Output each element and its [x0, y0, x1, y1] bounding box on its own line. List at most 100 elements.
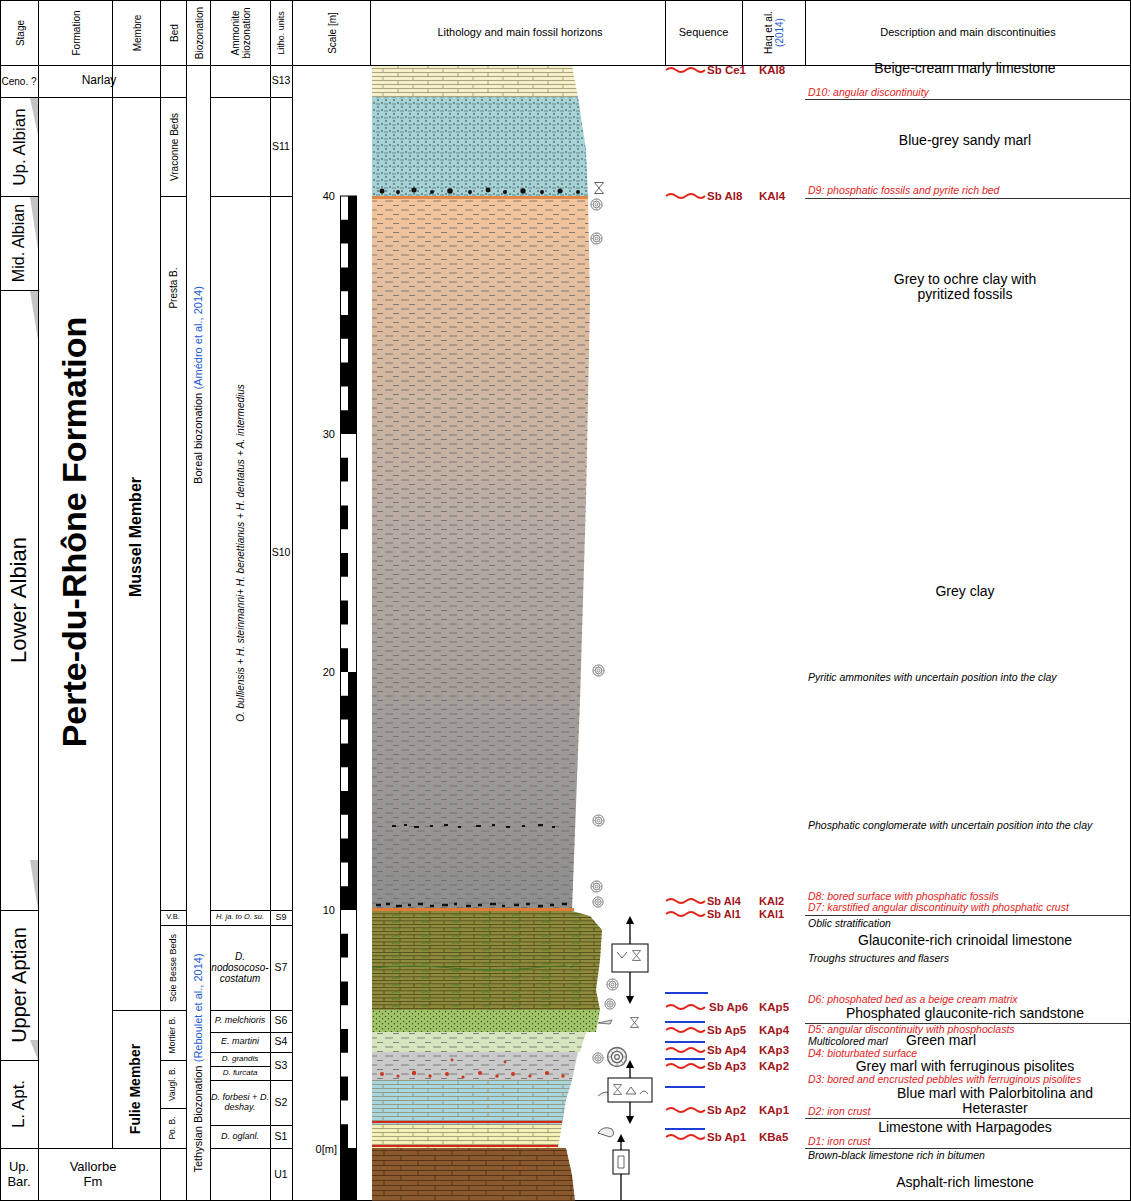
sequence-boundary: Sb Ap4 [706, 1043, 750, 1057]
description-text: Asphalt-rich limestone [896, 1175, 1034, 1190]
haq-sequence-span: KAl8 [759, 64, 785, 76]
ammonite-zone-text: O. bulliensis + H. steinmanni+ H. benett… [235, 384, 246, 722]
description-span: Beige-cream marly limestone [874, 60, 1055, 76]
haq-sequence-text: KAl8 [759, 64, 785, 77]
description: Limestone with Harpagodes [820, 1120, 1110, 1135]
discontinuity-note-text: D8: bored surface with phosphatic fossil… [808, 891, 999, 903]
header-cell-text: Membre [131, 14, 142, 51]
sequence-boundary: Sb Ce1 [706, 63, 750, 77]
discontinuity-note-text: D2: iron crust [808, 1106, 870, 1118]
ammonite-zone-span: H. ja. to O. su. [216, 912, 264, 921]
description-span: Blue marl with Palorbitolina and Heteras… [897, 1085, 1093, 1116]
haq-sequence-text: KBa5 [759, 1131, 788, 1144]
note: Phosphatic conglomerate with uncertain p… [807, 820, 1127, 832]
biozonation-label-text: Boreal biozonation(Amédro et al., 2014) [192, 286, 204, 484]
litho-unit: S4 [270, 1032, 292, 1052]
discontinuity-note-span: D10: angular discontinuity [808, 86, 929, 98]
sequence-boundary-text: Sb Ap5 [707, 1024, 746, 1037]
note-span: Phosphatic conglomerate with uncertain p… [808, 819, 1092, 831]
formation-label-span: Perte-du-Rhône Formation [55, 317, 93, 748]
haq-sequence-span: KAl2 [759, 895, 784, 907]
stage-label-text: Upper Aptian [8, 927, 30, 1043]
header-cell-text: Stage [14, 19, 25, 45]
ammonite-zone-text: D. nodosocoso-costatum [211, 951, 269, 984]
header-cell-text: Description and main discontinuities [880, 26, 1055, 38]
litho-unit-span: S4 [275, 1035, 288, 1047]
sequence-boundary-text: Sb Ce1 [707, 64, 746, 77]
description-text: Blue marl with Palorbitolina and Heteras… [881, 1086, 1109, 1117]
ammonite-zone: H. ja. to O. su. [210, 910, 270, 925]
header-cell-text: Formation [70, 10, 81, 55]
description: Glauconite-rich crinoidal limestone [820, 932, 1110, 949]
bed-label: Po. B. [160, 1108, 186, 1148]
litho-unit: S7 [270, 925, 292, 1010]
haq-sequence-span: KBa5 [759, 1131, 788, 1143]
sequence-boundary: Sb Ap5 [706, 1023, 750, 1037]
litho-unit-span: U1 [274, 1168, 287, 1180]
member-label: Mussel Member [112, 97, 160, 977]
litho-unit-text: S1 [275, 1131, 288, 1143]
header-cell: Bed [160, 0, 186, 65]
description-span: Grey marl with ferruginous pisolites [856, 1058, 1075, 1074]
ammonite-zone-text: H. ja. to O. su. [216, 913, 264, 921]
sequence-boundary: Sb Al8 [706, 189, 750, 203]
litho-unit-span: S1 [275, 1130, 288, 1142]
bed-label-text: Vraconne Beds [168, 113, 179, 181]
bed-label: Scie Besse Beds [160, 925, 186, 1010]
note-span: Multicolored marl [808, 1035, 888, 1047]
description: Phosphated glauconite-rich sandstone [820, 1006, 1110, 1022]
litho-unit-span: S2 [275, 1096, 288, 1108]
header-cell-text: Lithology and main fossil horizons [437, 26, 602, 38]
sequence-boundary-span: Sb Ap3 [707, 1060, 746, 1072]
member-label-span: Mussel Member [127, 477, 144, 597]
discontinuity-note-span: D9: phosphatic fossils and pyrite rich b… [808, 184, 999, 196]
ammonite-zone: P. melchioris [210, 1010, 270, 1032]
haq-sequence-span: KAp2 [759, 1060, 789, 1072]
ammonite-zone-text: D. grandis [222, 1055, 258, 1064]
bed-label-span: Po. B. [167, 1116, 177, 1139]
header-cell: Ammonite biozonation [210, 0, 270, 65]
discontinuity-note-span: D1: iron crust [808, 1135, 870, 1147]
note-span: Oblic stratification [808, 917, 891, 929]
scale-number-span: 40 [323, 190, 335, 202]
formation-label-span: Narlay [82, 73, 117, 87]
litho-unit-text: S4 [275, 1036, 288, 1048]
scale-number: 10 [298, 903, 336, 917]
header-cell: Scale [m] [292, 0, 370, 65]
description: Grey to ochre clay with pyritized fossil… [865, 270, 1065, 304]
formation-label-text: Perte-du-Rhône Formation [56, 317, 93, 748]
sequence-boundary-text: Sb Ap4 [707, 1044, 746, 1057]
sequence-boundary-span: Sb Ce1 [707, 64, 746, 76]
note: Brown-black limestone rich in bitumen [807, 1150, 1127, 1161]
description-text: Limestone with Harpagodes [878, 1120, 1052, 1135]
discontinuity-note-text: D7: karstified angular discontinuity wit… [808, 902, 1069, 914]
litho-unit: S6 [270, 1010, 292, 1032]
member-label-text: Mussel Member [127, 477, 145, 597]
litho-unit: S3 [270, 1052, 292, 1080]
ammonite-zone: O. bulliensis + H. steinmanni+ H. benett… [210, 196, 270, 910]
litho-unit: U1 [270, 1148, 292, 1201]
note-text: Oblic stratification [808, 918, 891, 930]
note-text: Troughs structures and flasers [808, 953, 949, 965]
ammonite-zone-text: E. martini [221, 1037, 259, 1047]
description: Blue marl with Palorbitolina and Heteras… [880, 1085, 1110, 1117]
stage-label: Up. Bar. [0, 1148, 38, 1201]
description: Blue-grey sandy marl [820, 132, 1110, 150]
sequence-boundary-span: Sb Al4 [707, 895, 741, 907]
haq-sequence-text: KAp1 [759, 1104, 789, 1117]
ammonite-zone-span: D. furcata [223, 1068, 258, 1077]
litho-unit: S11 [270, 97, 292, 196]
scale-number-span: 0[m] [316, 1143, 337, 1155]
litho-unit: S9 [270, 910, 292, 925]
ammonite-zone-text: D. oglanl. [221, 1132, 259, 1142]
bed-label-text: V.B. [166, 913, 179, 921]
description: Beige-cream marly limestone [820, 60, 1110, 78]
sequence-boundary-span: Sb Ap6 [709, 1001, 748, 1013]
header-cell-text: Haq et al.(2014) [763, 11, 785, 54]
discontinuity-note: D8: bored surface with phosphatic fossil… [807, 891, 1127, 902]
stage-label-span: Mid. Albian [10, 204, 27, 282]
bed-label: Presta B. [160, 196, 186, 380]
stage-label-text: L. Apt. [10, 1080, 29, 1128]
description: Grey marl with ferruginous pisolites [820, 1059, 1110, 1074]
